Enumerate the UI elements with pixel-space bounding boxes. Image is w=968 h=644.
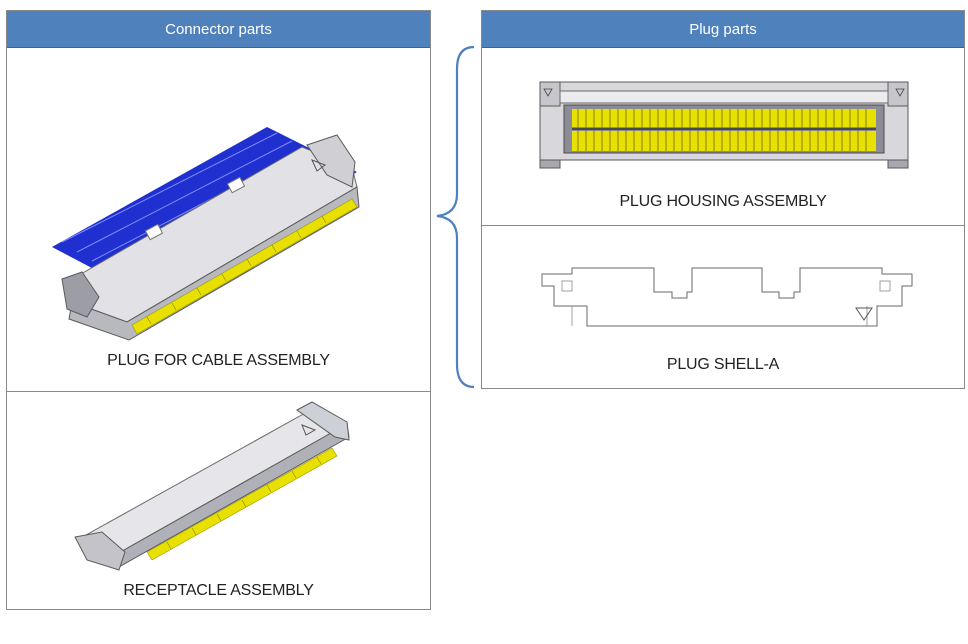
plug-shell-image: [541, 267, 913, 327]
plug-for-cable-image: [52, 127, 360, 341]
plug-for-cable-caption: PLUG FOR CABLE ASSEMBLY: [107, 352, 330, 369]
connector-parts-panel: Connector parts: [6, 10, 431, 610]
plug-housing-cell: PLUG HOUSING ASSEMBLY: [482, 47, 964, 225]
plug-shell-caption: PLUG SHELL-A: [666, 356, 780, 373]
connector-parts-header: Connector parts: [7, 11, 430, 48]
receptacle-cell: RECEPTACLE ASSEMBLY: [7, 391, 430, 609]
curly-brace: [436, 45, 475, 389]
plug-housing-caption: PLUG HOUSING ASSEMBLY: [619, 193, 827, 210]
plug-housing-image: [539, 81, 909, 169]
plug-for-cable-cell: PLUG FOR CABLE ASSEMBLY: [7, 47, 430, 391]
receptacle-image: [74, 401, 350, 571]
plug-shell-cell: PLUG SHELL-A: [482, 225, 964, 388]
plug-parts-header: Plug parts: [482, 11, 964, 48]
plug-parts-panel: Plug parts: [481, 10, 965, 389]
receptacle-caption: RECEPTACLE ASSEMBLY: [123, 582, 314, 599]
